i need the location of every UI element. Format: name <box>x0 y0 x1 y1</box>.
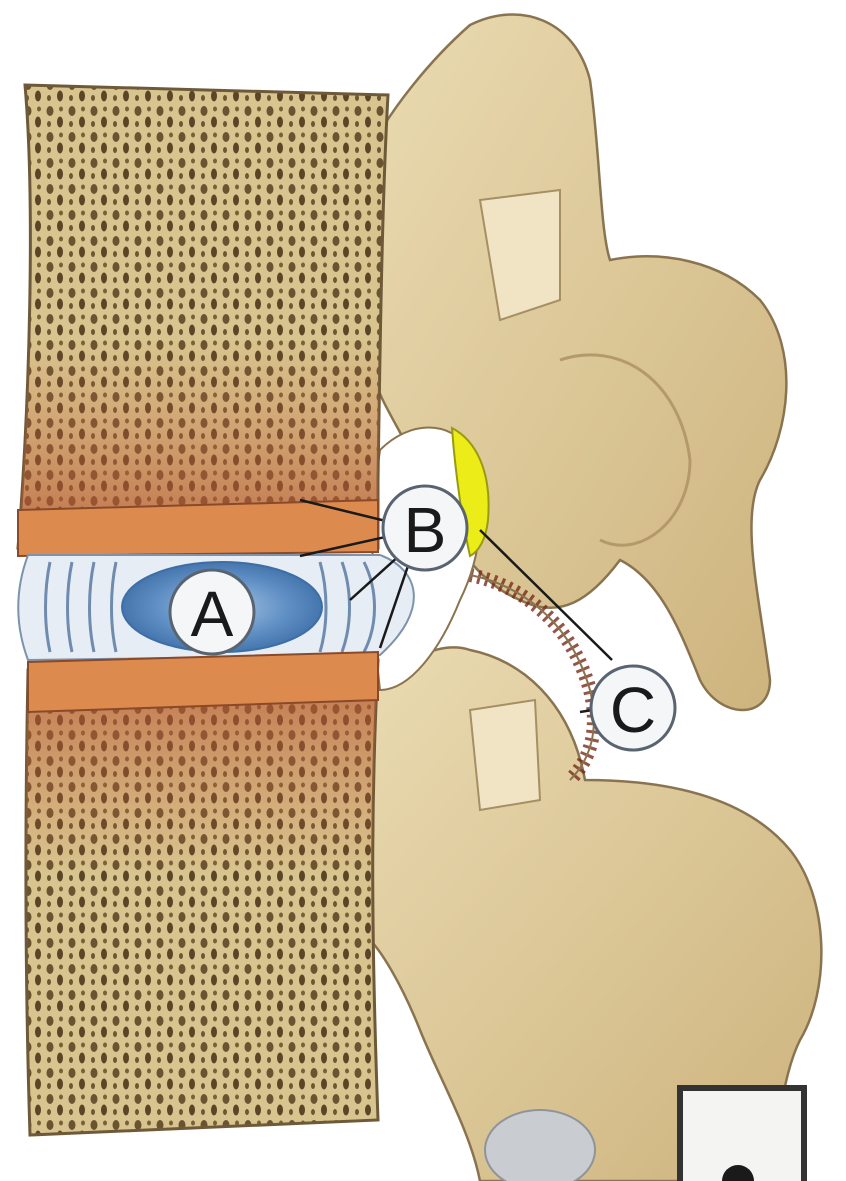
corner-mark-icon <box>680 1088 804 1181</box>
label-b: B <box>383 486 467 570</box>
label-c-text: C <box>610 674 656 746</box>
label-a-text: A <box>191 578 234 650</box>
label-b-text: B <box>404 494 447 566</box>
upper-vertebral-body <box>18 85 388 556</box>
lower-structure <box>485 1110 595 1181</box>
lower-vertebral-body <box>26 652 378 1135</box>
label-a: A <box>170 570 254 654</box>
label-c: C <box>591 666 675 750</box>
